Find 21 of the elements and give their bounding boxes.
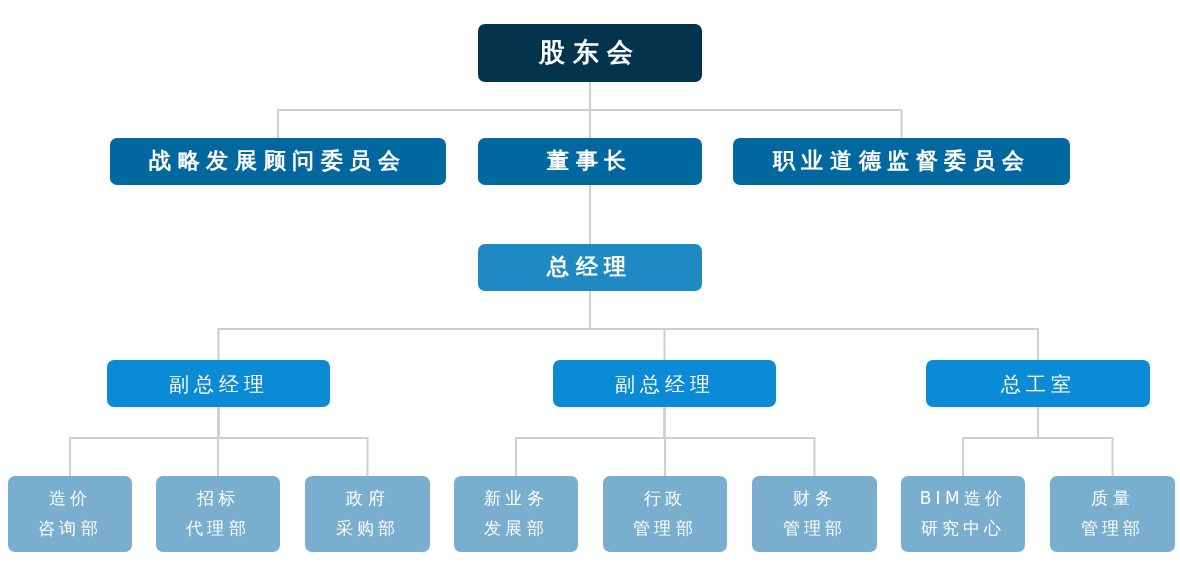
department-box: 副总经理 xyxy=(553,360,776,407)
unit-box: 招标代理部 xyxy=(156,476,280,552)
manager-box: 总经理 xyxy=(478,244,702,291)
chairman-box: 董事长 xyxy=(478,138,702,185)
unit-box: BIM造价研究中心 xyxy=(901,476,1025,552)
unit-box: 造价咨询部 xyxy=(8,476,132,552)
unit-box: 财务管理部 xyxy=(752,476,877,552)
department-box: 副总经理 xyxy=(107,360,330,407)
top-box: 股东会 xyxy=(478,24,702,82)
unit-box: 行政管理部 xyxy=(603,476,727,552)
connector-line xyxy=(1037,406,1114,477)
unit-box: 质量管理部 xyxy=(1050,476,1175,552)
committee-box: 职业道德监督委员会 xyxy=(733,138,1070,185)
unit-box: 政府采购部 xyxy=(305,476,430,552)
unit-box: 新业务发展部 xyxy=(454,476,578,552)
committee-box: 战略发展顾问委员会 xyxy=(110,138,446,185)
connector-line xyxy=(589,184,591,245)
connector-line xyxy=(663,406,816,477)
connector-line xyxy=(589,81,903,139)
department-box: 总工室 xyxy=(926,360,1150,407)
connector-line xyxy=(217,406,369,477)
